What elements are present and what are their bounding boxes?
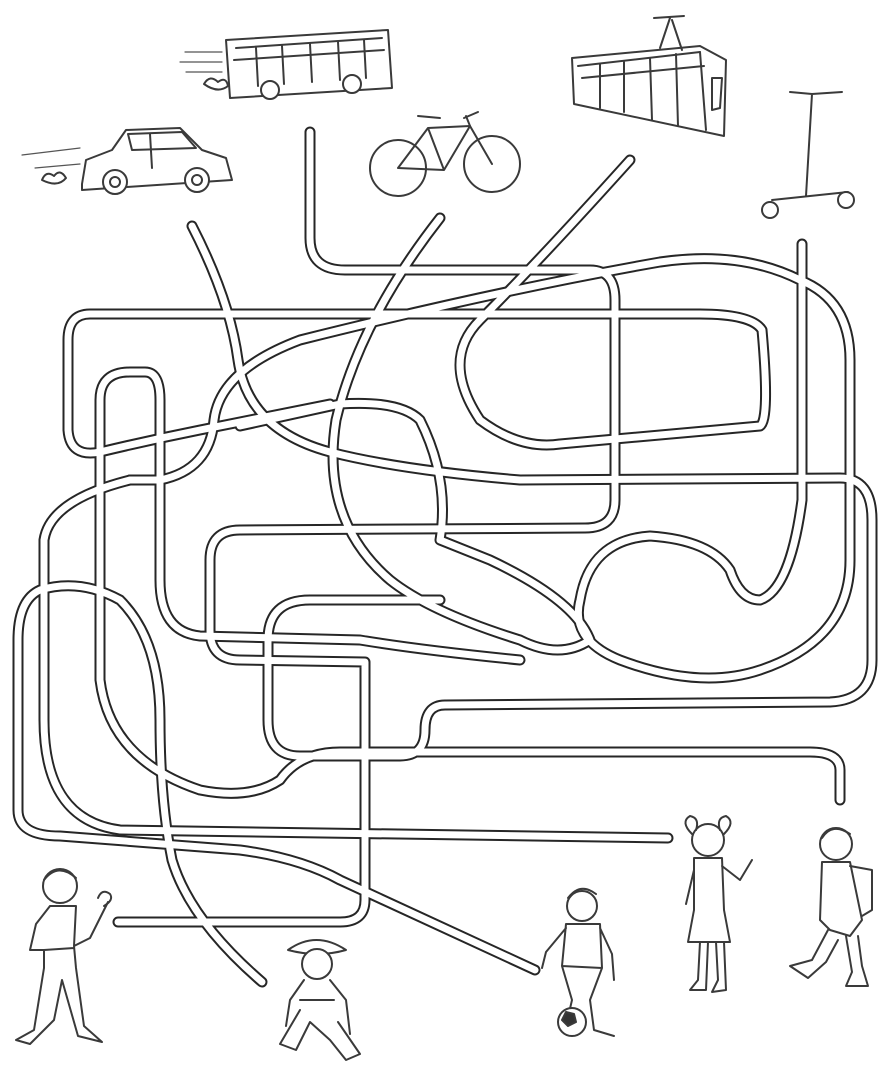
boy-waving-icon[interactable] xyxy=(16,869,111,1044)
maze-path-inner-2 xyxy=(192,226,872,756)
girl-pigtails-icon[interactable] xyxy=(685,816,752,992)
tram-icon[interactable] xyxy=(572,16,726,136)
car-icon[interactable] xyxy=(22,128,232,194)
bus-icon[interactable] xyxy=(180,30,392,99)
bicycle-icon[interactable] xyxy=(370,112,520,196)
maze-path-2 xyxy=(192,226,872,756)
boy-backpack-icon[interactable] xyxy=(790,828,872,986)
girl-sitting-icon[interactable] xyxy=(280,940,360,1060)
scooter-icon[interactable] xyxy=(762,92,854,218)
boy-football-icon[interactable] xyxy=(542,889,614,1036)
maze-paths xyxy=(18,132,872,982)
